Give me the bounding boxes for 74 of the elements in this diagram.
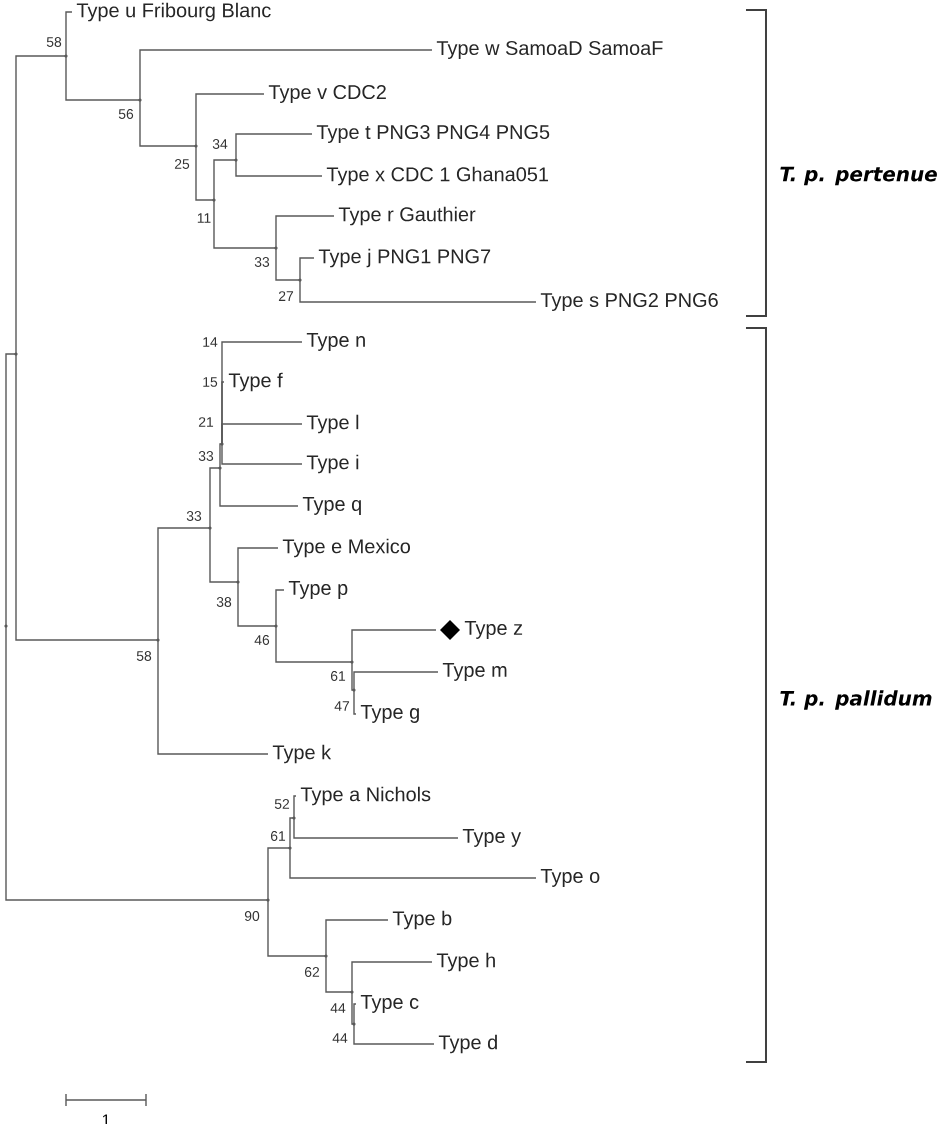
branch	[195, 145, 215, 201]
branch	[351, 961, 433, 993]
branch	[209, 527, 239, 583]
branch	[325, 919, 389, 957]
branch	[351, 629, 437, 663]
branch	[5, 625, 269, 901]
branch	[15, 55, 67, 355]
leaf-label: Type c	[360, 995, 419, 1013]
leaf-label: Type o	[540, 869, 600, 887]
branch	[353, 689, 357, 715]
leaf-label: Type t PNG3 PNG4 PNG5	[316, 125, 550, 143]
branch	[235, 133, 313, 161]
leaf-label: Type i	[306, 454, 359, 474]
branch	[289, 847, 537, 879]
branch	[237, 581, 277, 627]
branch	[275, 589, 285, 627]
branch	[351, 661, 355, 691]
leaf-label: Type g	[360, 705, 419, 723]
leaf-label: Type a Nichols	[300, 786, 431, 806]
branch	[209, 467, 221, 529]
branch	[353, 1023, 435, 1045]
branch	[139, 99, 197, 147]
branch	[275, 625, 353, 663]
branch	[325, 955, 353, 993]
branch	[65, 55, 141, 101]
branch	[15, 353, 159, 641]
branch	[289, 817, 295, 849]
leaf-label: Type f	[228, 372, 283, 392]
branch	[267, 847, 291, 901]
leaf-label: Type h	[436, 952, 495, 972]
branch	[275, 215, 335, 249]
branch	[299, 257, 315, 281]
leaf-label: Type w SamoaD SamoaF	[436, 41, 663, 59]
leaf-label: Type v CDC2	[268, 85, 386, 103]
branch	[195, 93, 265, 147]
branch	[293, 795, 297, 819]
branch	[275, 247, 301, 281]
leaf-label: Type p	[288, 581, 348, 599]
branch	[353, 671, 439, 691]
branch	[139, 49, 433, 101]
leaf-label: Type k	[272, 744, 332, 764]
leaf-label: Type d	[438, 1034, 497, 1054]
clade-label: T. p. pertenue	[780, 166, 937, 186]
branch	[213, 159, 237, 201]
leaf-label: Type e Mexico	[282, 538, 410, 558]
branch	[237, 547, 279, 583]
branch	[213, 199, 277, 249]
branch	[221, 423, 303, 445]
branch	[267, 899, 327, 957]
leaf-label: Type j PNG1 PNG7	[318, 248, 491, 268]
leaf-label: Type m	[442, 663, 507, 681]
branch	[293, 817, 459, 839]
leaf-label: Type z	[464, 621, 523, 639]
leaf-label: Type x CDC 1 Ghana051	[326, 166, 548, 186]
branch	[351, 991, 355, 1025]
branch	[299, 279, 537, 303]
branch	[157, 527, 211, 641]
leaf-label: Type n	[306, 333, 365, 351]
branch	[221, 443, 303, 465]
branch	[157, 639, 269, 755]
leaf-label: Type r Gauthier	[338, 206, 476, 226]
branch	[353, 1003, 357, 1025]
branch	[219, 467, 299, 507]
leaf-label: Type s PNG2 PNG6	[540, 293, 718, 311]
leaf-label: Type l	[306, 414, 359, 434]
branch	[235, 159, 323, 177]
branch	[219, 443, 223, 469]
clade-label: T. p. pallidum	[780, 690, 932, 710]
branch	[5, 353, 17, 627]
leaf-label: Type y	[462, 829, 522, 847]
leaf-label: Type q	[302, 497, 361, 515]
leaf-label: Type b	[392, 910, 452, 930]
leaf-label: Type u Fribourg Blanc	[76, 2, 271, 22]
branch	[65, 11, 73, 57]
